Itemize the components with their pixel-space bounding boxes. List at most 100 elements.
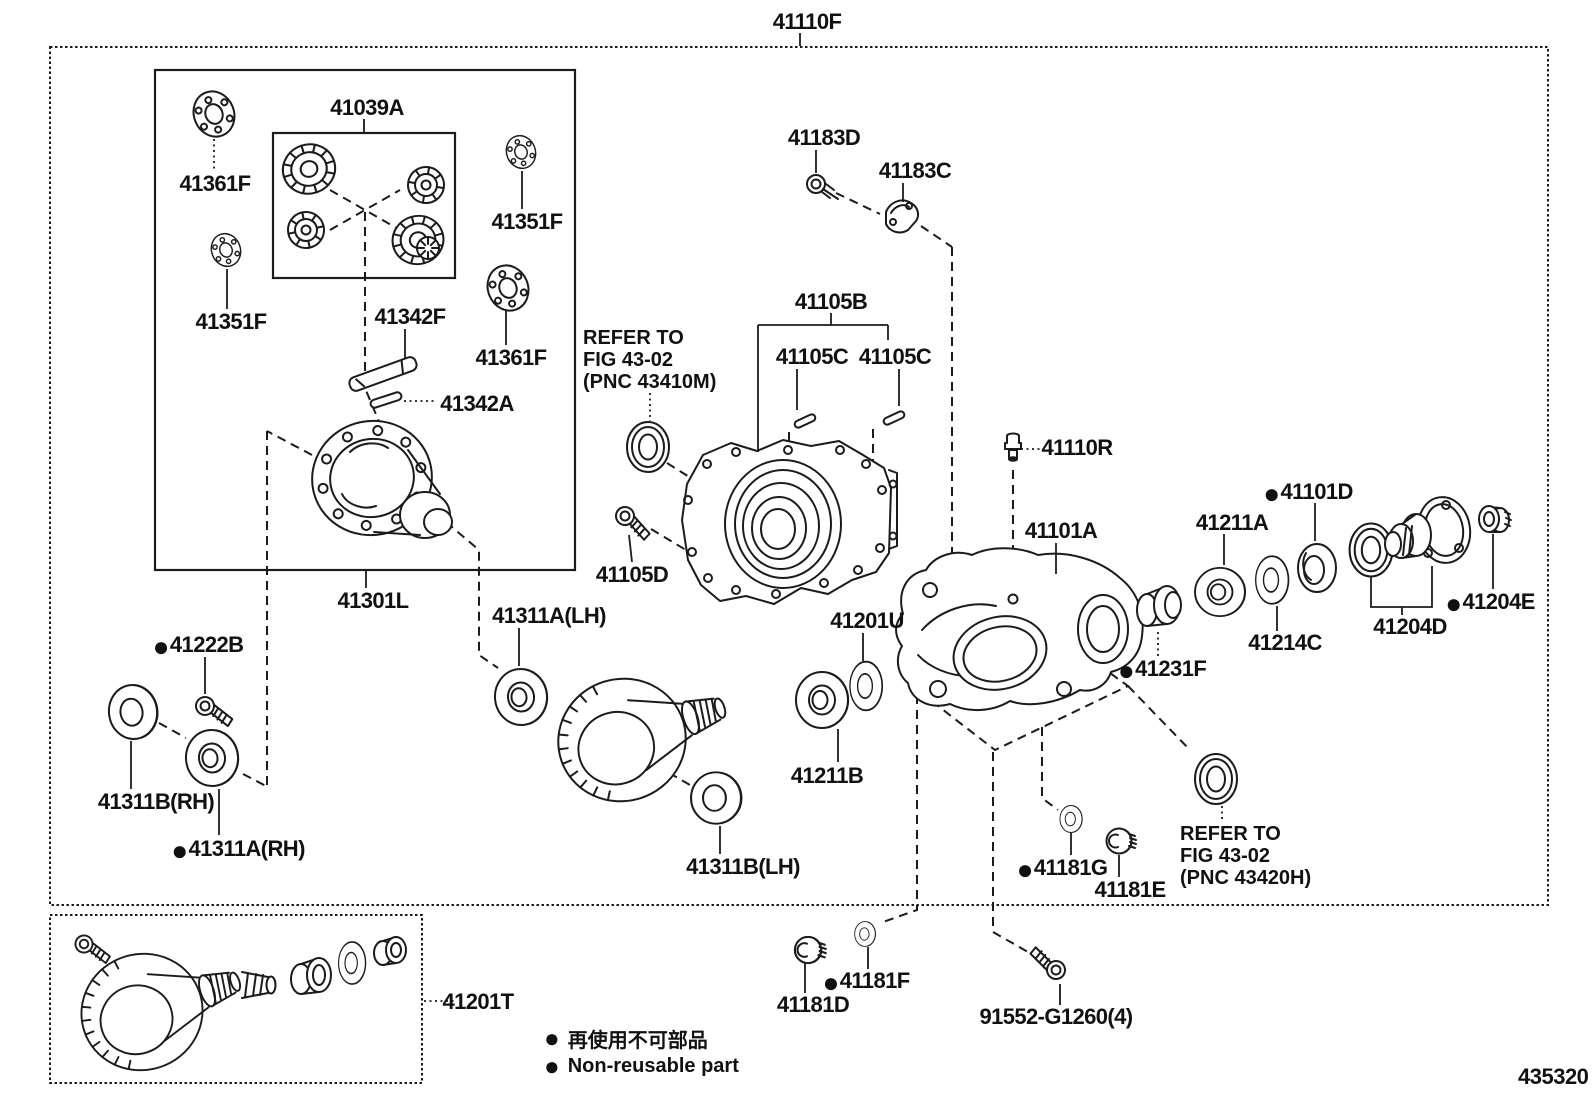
part-label-41301L: 41301L: [337, 588, 409, 613]
bolt-41222B: [191, 693, 238, 728]
plane-to-seal-line: [1127, 685, 1191, 751]
diff-case-kit-box: [153, 68, 577, 572]
thrust-washer-41351F-2: [206, 228, 246, 272]
bearing-41211B: [795, 671, 850, 729]
carrier-housing-41101A: [895, 547, 1144, 712]
part-label-41105C-2: 41105C: [858, 344, 932, 369]
note-refer-43410M: REFER TO FIG 43-02 (PNC 43410M): [583, 327, 717, 393]
pinion-gear-1: [404, 163, 448, 207]
part-label-41204E: ●41204E: [1445, 588, 1535, 619]
thrust-washer-41361F-1: [185, 84, 243, 144]
part-label-41105C-1: 41105C: [775, 344, 849, 369]
part-label-41101A: 41101A: [1024, 518, 1098, 543]
leader-41351F-41361F: [226, 171, 523, 345]
bolt-91552: [1024, 945, 1071, 983]
leader-41105B-bracket: [757, 313, 900, 452]
part-label-41105B: 41105B: [794, 289, 868, 314]
companion-flange-41204D: [1384, 496, 1472, 564]
seal-to-cover-line: [666, 462, 711, 491]
plug-41181D: [793, 935, 827, 965]
part-label-41311A-LH: 41311A(LH): [492, 603, 606, 628]
note-refer-43420H: REFER TO FIG 43-02 (PNC 43420H): [1180, 823, 1312, 889]
thrust-washer-41361F-2: [479, 258, 537, 318]
part-label-41311A-RH: ●41311A(RH): [171, 835, 305, 866]
washer-41311B-RH: [104, 680, 162, 744]
oil-seal-43420H: [1194, 753, 1238, 805]
pinion-gear-2: [283, 207, 329, 253]
lock-nut-41204E: [1478, 505, 1512, 533]
part-label-41231F: ●41231F: [1117, 655, 1207, 686]
leader-41183: [815, 150, 904, 202]
rh-washer-to-bearing-line: [158, 722, 187, 739]
outer-assembly-box: [49, 46, 1549, 906]
housing-to-bolt-line: [992, 752, 1029, 953]
part-label-41342A: 41342A: [440, 391, 514, 416]
part-label-41101D: ●41101D: [1263, 478, 1353, 509]
legend: ● 再使用不可部品 ● Non-reusable part: [544, 1024, 739, 1080]
side-gear-2: [386, 209, 450, 271]
leader-41204D: [1370, 566, 1433, 615]
plug-41181E: [1105, 827, 1137, 855]
part-label-41204D: 41204D: [1373, 614, 1447, 639]
part-label-91552-G1260: 91552-G1260(4): [979, 1004, 1133, 1029]
case-to-rh-bearing-line: [242, 430, 313, 787]
ring-pinion-kit-41201T: [65, 924, 407, 1087]
part-label-41201U: 41201U: [830, 608, 904, 633]
straight-pin-41105C-2: [882, 410, 906, 426]
part-label-41211A: 41211A: [1195, 510, 1269, 535]
housing-to-181f-line: [882, 695, 918, 923]
housing-to-181g-line: [1041, 727, 1059, 811]
leader-left-cluster: [130, 657, 220, 835]
washer-41181F: [854, 921, 876, 947]
part-label-41351F-1: 41351F: [491, 209, 563, 234]
part-label-41361F-2: 41361F: [475, 345, 547, 370]
leader-pinion-row: [719, 633, 864, 854]
washer-41214C: [1254, 555, 1290, 605]
bearing-41311A-LH: [491, 665, 551, 729]
legend-text-en: Non-reusable part: [567, 1054, 739, 1077]
differential-case-41301L: [311, 419, 453, 539]
case-to-lh-bearing-line: [445, 521, 499, 669]
bracket-lines: [835, 192, 953, 563]
part-label-41222B: ●41222B: [152, 631, 244, 662]
bearing-41211A: [1194, 566, 1247, 618]
breather-plug-41110R: [1004, 432, 1022, 462]
part-label-41201T: 41201T: [442, 989, 514, 1014]
race-41101D: [1297, 543, 1337, 593]
gear-kit-cross-lines: [329, 189, 401, 231]
part-label-41183C: 41183C: [878, 158, 952, 183]
leader-41181GE: [1070, 833, 1120, 877]
legend-row-en: ● Non-reusable part: [544, 1051, 739, 1081]
part-label-41181D: 41181D: [776, 992, 850, 1017]
part-label-41342F: 41342F: [374, 304, 446, 329]
straight-pin-41342A: [369, 391, 403, 409]
bolt-41183D: [806, 174, 839, 200]
leader-bearing-row: [1223, 503, 1316, 631]
leader-41105D: [628, 534, 633, 563]
part-label-41110F: 41110F: [772, 9, 842, 34]
part-label-41311B-LH: 41311B(LH): [686, 854, 800, 879]
part-label-41039A: 41039A: [330, 95, 404, 120]
part-label-41183D: 41183D: [787, 125, 861, 150]
rear-cover-41105B: [681, 439, 898, 605]
washer-41311B-LH: [689, 771, 743, 825]
part-label-41214C: 41214C: [1248, 630, 1322, 655]
part-label-41181G: ●41181G: [1016, 854, 1108, 885]
bearing-41311A-RH: [182, 726, 242, 790]
thrust-washer-41351F-1: [501, 130, 541, 174]
spacer-41231F: [1136, 585, 1182, 627]
part-label-41110R: 41110R: [1041, 435, 1113, 460]
washer-41201U: [849, 660, 884, 712]
legend-row-jp: ● 再使用不可部品: [544, 1023, 708, 1053]
part-label-41361F-1: 41361F: [179, 171, 251, 196]
part-label-41181E: 41181E: [1094, 877, 1166, 902]
part-label-41211B: 41211B: [790, 763, 864, 788]
part-label-41181F: ●41181F: [822, 967, 910, 998]
part-label-41105D: 41105D: [595, 562, 669, 587]
straight-pin-41105C-1: [793, 413, 817, 429]
leader-bottom-row: [804, 947, 1061, 1005]
washer-41181G: [1059, 805, 1083, 833]
bracket-41183C: [885, 199, 920, 234]
